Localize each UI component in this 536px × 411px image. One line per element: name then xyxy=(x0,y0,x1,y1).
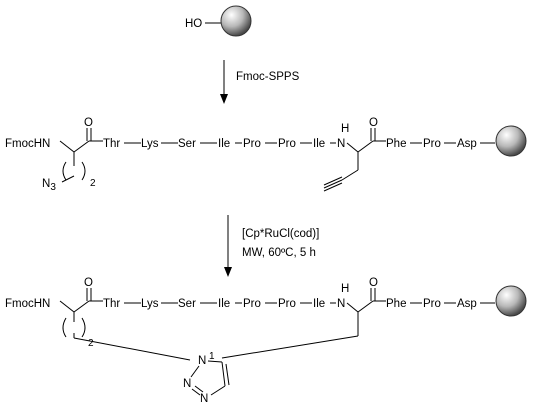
residue-phe-2: Phe xyxy=(386,298,406,310)
linear-peptide: FmocHN O 2 N3 Thr Lys Ser Ile Pro Pro Il… xyxy=(5,117,527,193)
carbonyl-o-3: O xyxy=(84,277,93,289)
triazole-n1: N xyxy=(198,355,206,367)
amide-h-2: H xyxy=(341,283,349,295)
azide-label: N3 xyxy=(42,178,56,193)
residue-thr-1: Thr xyxy=(103,138,120,150)
residue-lys-2: Lys xyxy=(141,298,159,310)
triazole-n3: N xyxy=(200,393,208,405)
residue-thr-2: Thr xyxy=(103,298,120,310)
residue-pro-3: Pro xyxy=(423,138,441,150)
starting-resin: HO xyxy=(185,5,252,37)
n-term-label: FmocHN xyxy=(5,138,50,150)
residue-asp-2: Asp xyxy=(457,298,477,310)
residue-lys-1: Lys xyxy=(141,138,159,150)
step2-reagent-line1: [Cp*RuCl(cod)] xyxy=(242,228,319,240)
residue-ile-3: Ile xyxy=(218,298,230,310)
residue-pro-1: Pro xyxy=(243,138,261,150)
down-arrow-icon xyxy=(224,215,232,277)
triazole-locant: 1 xyxy=(209,351,215,362)
carbonyl-o-4: O xyxy=(369,277,378,289)
step2-reagent-line2: MW, 60ºC, 5 h xyxy=(242,247,316,259)
step1-reagent: Fmoc-SPPS xyxy=(236,71,300,83)
carbonyl-o-2: O xyxy=(369,117,378,129)
chain-count-2: 2 xyxy=(88,338,94,349)
triazole-ring: N 1 N N xyxy=(183,351,230,405)
cyclic-product: FmocHN O 2 Thr Lys Ser Ile Pro Pro Ile H… xyxy=(5,277,527,405)
resin-bead-icon xyxy=(220,5,252,37)
residue-ile-2: Ile xyxy=(313,138,325,150)
residue-pro-4: Pro xyxy=(243,298,261,310)
amide-n-2: N xyxy=(337,298,345,310)
amide-h-1: H xyxy=(341,123,349,135)
residue-ile-4: Ile xyxy=(313,298,325,310)
down-arrow-icon xyxy=(220,60,228,104)
residue-ser-2: Ser xyxy=(178,298,196,310)
residue-phe-1: Phe xyxy=(386,138,406,150)
residue-pro-6: Pro xyxy=(423,298,441,310)
amide-n-1: N xyxy=(337,138,345,150)
residue-pro-5: Pro xyxy=(278,298,296,310)
resin-bead-icon xyxy=(495,285,527,317)
resin-bead-icon xyxy=(495,125,527,157)
triazole-n2: N xyxy=(183,378,191,390)
residue-ser-1: Ser xyxy=(178,138,196,150)
residue-ile-1: Ile xyxy=(218,138,230,150)
residue-asp-1: Asp xyxy=(457,138,477,150)
residue-pro-2: Pro xyxy=(278,138,296,150)
hydroxyl-label: HO xyxy=(185,18,202,30)
carbonyl-o-1: O xyxy=(84,117,93,129)
chain-count-1: 2 xyxy=(90,178,96,189)
n-term-label-2: FmocHN xyxy=(5,298,50,310)
